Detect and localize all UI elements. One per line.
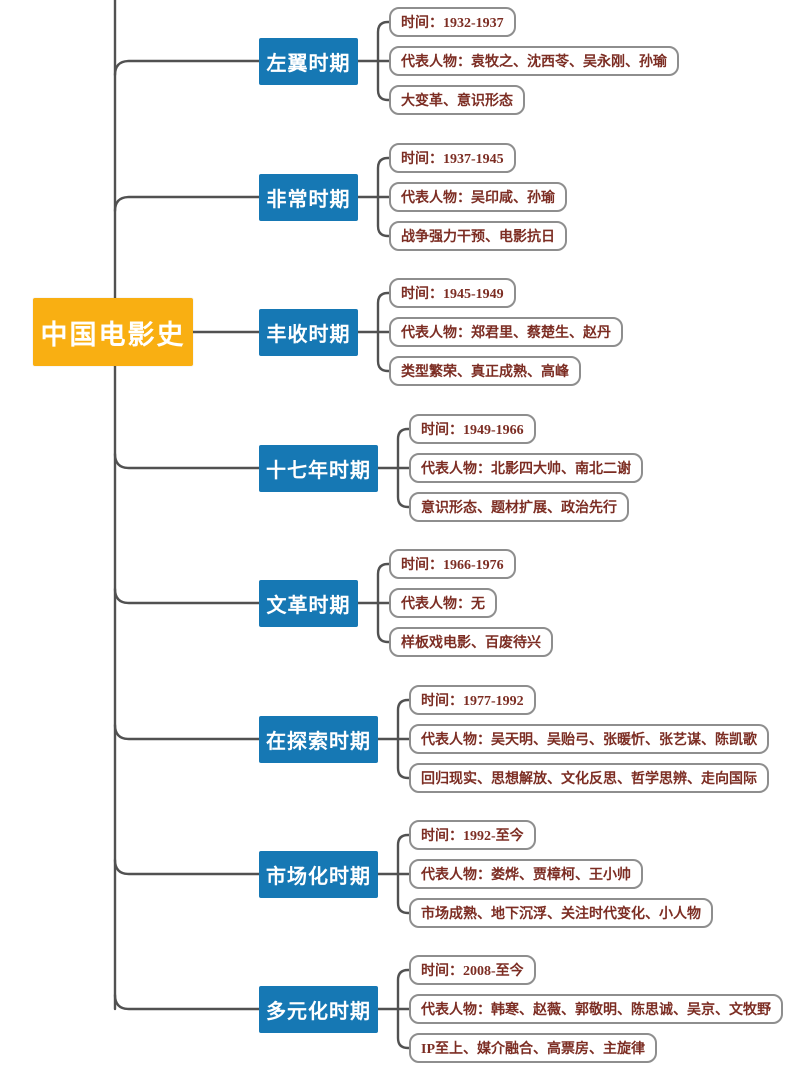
- detail-node-time[interactable]: 时间：1949-1966: [409, 414, 536, 444]
- detail-node-traits[interactable]: IP至上、媒介融合、高票房、主旋律: [409, 1033, 657, 1063]
- detail-node-time[interactable]: 时间：2008-至今: [409, 955, 536, 985]
- detail-node-people[interactable]: 代表人物：娄烨、贾樟柯、王小帅: [409, 859, 643, 889]
- detail-label: 大变革、意识形态: [401, 94, 513, 109]
- branch-label: 丰收时期: [266, 323, 351, 346]
- detail-label: 时间：1992-至今: [421, 829, 524, 844]
- branch-node[interactable]: 多元化时期: [259, 985, 378, 1033]
- branch-node[interactable]: 文革时期: [259, 579, 358, 627]
- branch-node[interactable]: 十七年时期: [259, 444, 378, 492]
- detail-label: 时间：1937-1945: [401, 152, 504, 167]
- root-node[interactable]: 中国电影史: [33, 298, 193, 366]
- branch-node[interactable]: 在探索时期: [259, 715, 378, 763]
- detail-label: 回归现实、思想解放、文化反思、哲学思辨、走向国际: [421, 772, 757, 787]
- detail-label: 代表人物：娄烨、贾樟柯、王小帅: [421, 868, 631, 883]
- detail-label: 代表人物：吴印咸、孙瑜: [401, 191, 555, 206]
- detail-node-traits[interactable]: 回归现实、思想解放、文化反思、哲学思辨、走向国际: [409, 763, 769, 793]
- detail-label: 时间：1966-1976: [401, 558, 504, 573]
- detail-node-traits[interactable]: 战争强力干预、电影抗日: [389, 221, 567, 251]
- branch-label: 在探索时期: [266, 730, 371, 753]
- branch-node[interactable]: 市场化时期: [259, 850, 378, 898]
- detail-node-time[interactable]: 时间：1977-1992: [409, 685, 536, 715]
- detail-node-time[interactable]: 时间：1992-至今: [409, 820, 536, 850]
- detail-node-people[interactable]: 代表人物：北影四大帅、南北二谢: [409, 453, 643, 483]
- branch-label: 非常时期: [266, 188, 351, 211]
- branch-label: 十七年时期: [266, 459, 371, 482]
- detail-label: 类型繁荣、真正成熟、高峰: [401, 365, 569, 380]
- detail-node-people[interactable]: 代表人物：无: [389, 588, 497, 618]
- detail-label: 代表人物：北影四大帅、南北二谢: [421, 462, 631, 477]
- detail-label: 时间：2008-至今: [421, 964, 524, 979]
- detail-node-time[interactable]: 时间：1966-1976: [389, 549, 516, 579]
- root-label: 中国电影史: [40, 319, 186, 350]
- branch-node[interactable]: 丰收时期: [259, 308, 358, 356]
- detail-label: 代表人物：吴天明、吴贻弓、张暖忻、张艺谋、陈凯歌: [421, 733, 757, 748]
- detail-label: 样板戏电影、百废待兴: [401, 636, 541, 651]
- detail-node-traits[interactable]: 类型繁荣、真正成熟、高峰: [389, 356, 581, 386]
- branch-label: 市场化时期: [266, 865, 371, 888]
- detail-label: 代表人物：无: [401, 597, 485, 612]
- detail-node-time[interactable]: 时间：1932-1937: [389, 7, 516, 37]
- detail-label: 时间：1949-1966: [421, 423, 524, 438]
- detail-node-traits[interactable]: 样板戏电影、百废待兴: [389, 627, 553, 657]
- detail-label: 代表人物：郑君里、蔡楚生、赵丹: [401, 326, 611, 341]
- detail-label: 时间：1932-1937: [401, 16, 504, 31]
- detail-node-traits[interactable]: 市场成熟、地下沉浮、关注时代变化、小人物: [409, 898, 713, 928]
- detail-node-people[interactable]: 代表人物：韩寒、赵薇、郭敬明、陈思诚、吴京、文牧野: [409, 994, 783, 1024]
- detail-label: 意识形态、题材扩展、政治先行: [421, 501, 617, 516]
- branch-label: 多元化时期: [266, 1000, 371, 1023]
- detail-node-people[interactable]: 代表人物：吴天明、吴贻弓、张暖忻、张艺谋、陈凯歌: [409, 724, 769, 754]
- detail-label: IP至上、媒介融合、高票房、主旋律: [421, 1042, 645, 1057]
- detail-label: 代表人物：韩寒、赵薇、郭敬明、陈思诚、吴京、文牧野: [421, 1003, 771, 1018]
- detail-label: 战争强力干预、电影抗日: [401, 230, 555, 245]
- detail-label: 市场成熟、地下沉浮、关注时代变化、小人物: [421, 907, 701, 922]
- detail-node-traits[interactable]: 大变革、意识形态: [389, 85, 525, 115]
- detail-node-people[interactable]: 代表人物：郑君里、蔡楚生、赵丹: [389, 317, 623, 347]
- detail-node-time[interactable]: 时间：1945-1949: [389, 278, 516, 308]
- branch-node[interactable]: 非常时期: [259, 173, 358, 221]
- detail-label: 时间：1945-1949: [401, 287, 504, 302]
- branch-label: 文革时期: [266, 594, 351, 617]
- branch-label: 左翼时期: [266, 52, 351, 75]
- detail-node-people[interactable]: 代表人物：袁牧之、沈西苓、吴永刚、孙瑜: [389, 46, 679, 76]
- detail-label: 代表人物：袁牧之、沈西苓、吴永刚、孙瑜: [401, 55, 667, 70]
- branch-node[interactable]: 左翼时期: [259, 37, 358, 85]
- detail-node-time[interactable]: 时间：1937-1945: [389, 143, 516, 173]
- detail-node-traits[interactable]: 意识形态、题材扩展、政治先行: [409, 492, 629, 522]
- detail-label: 时间：1977-1992: [421, 694, 524, 709]
- detail-node-people[interactable]: 代表人物：吴印咸、孙瑜: [389, 182, 567, 212]
